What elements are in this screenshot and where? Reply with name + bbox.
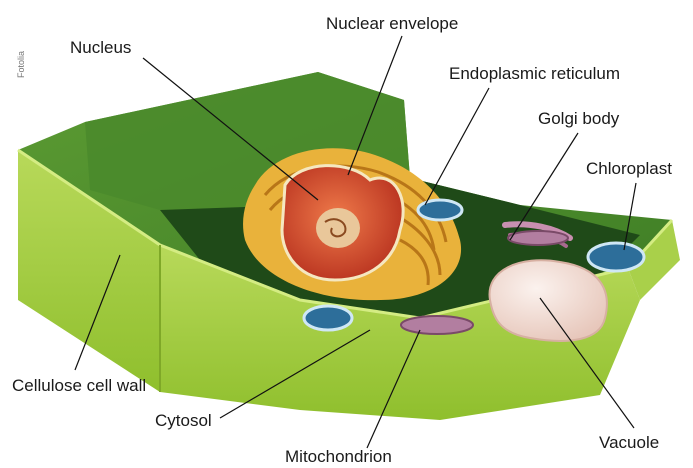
chloroplast-shape bbox=[588, 243, 644, 271]
chloroplast-shape-2 bbox=[418, 200, 462, 220]
label-cytosol: Cytosol bbox=[155, 411, 212, 431]
label-vacuole: Vacuole bbox=[599, 433, 659, 453]
label-nuclear-envelope: Nuclear envelope bbox=[326, 14, 458, 34]
label-nucleus: Nucleus bbox=[70, 38, 131, 58]
vacuole-shape bbox=[490, 260, 607, 341]
leader-endoplasmic-reticulum bbox=[425, 88, 489, 205]
mitochondrion-shape bbox=[401, 316, 473, 334]
label-mitochondrion: Mitochondrion bbox=[285, 447, 392, 467]
label-golgi-body: Golgi body bbox=[538, 109, 619, 129]
label-endoplasmic-reticulum: Endoplasmic reticulum bbox=[449, 64, 620, 84]
label-cellulose-cell-wall: Cellulose cell wall bbox=[12, 376, 146, 396]
chloroplast-shape-3 bbox=[304, 306, 352, 330]
mitochondrion-shape-2 bbox=[508, 231, 568, 245]
label-chloroplast: Chloroplast bbox=[586, 159, 672, 179]
